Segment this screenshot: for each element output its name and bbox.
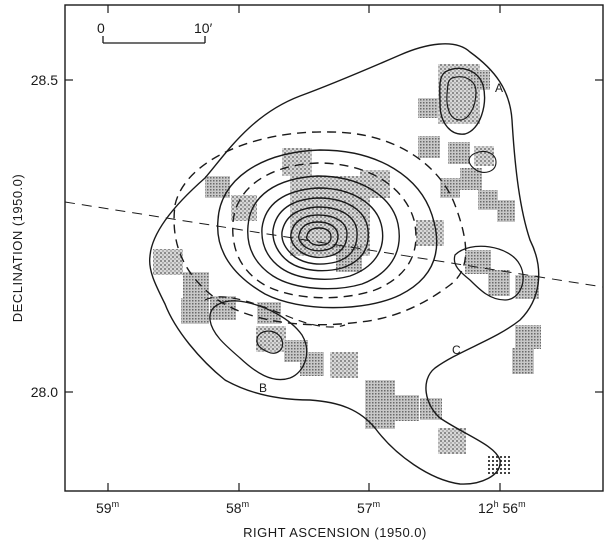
x-tick-56-main: 56: [499, 500, 519, 516]
x-tick-12-sup: h: [494, 499, 499, 509]
x-tick-58-main: 58: [226, 500, 242, 516]
contour-b: [209, 300, 308, 381]
x-tick-label-57m: 57m: [357, 499, 380, 516]
scale-bar-start-label: 0: [97, 20, 105, 36]
y-tick-label-28-5: 28.5: [31, 72, 58, 88]
plot-frame: [64, 4, 604, 492]
outer-contour: [148, 43, 540, 485]
x-tick-label-58m: 58m: [226, 499, 249, 516]
y-tick-label-28-0: 28.0: [31, 384, 58, 400]
region-label-b: B: [259, 381, 267, 395]
scale-bar-end-label: 10′: [194, 20, 213, 36]
dashed-axis-line: [64, 201, 604, 288]
contour-a-inner: [446, 76, 477, 121]
x-tick-56-sup: m: [518, 499, 526, 509]
contour-b-dashed: [204, 296, 346, 328]
x-tick-label-12h-56m: 12h 56m: [478, 499, 526, 516]
x-tick-label-59m: 59m: [96, 499, 119, 516]
contour-right-lobe: [453, 245, 524, 301]
x-tick-59-main: 59: [96, 500, 112, 516]
contour-b-inner: [256, 330, 284, 354]
x-tick-57-main: 57: [357, 500, 373, 516]
main-contours: [173, 131, 467, 326]
y-axis-title: DECLINATION (1950.0): [10, 174, 25, 322]
x-tick-59-sup: m: [112, 499, 120, 509]
x-tick-58-sup: m: [242, 499, 250, 509]
contour-small-right: [468, 150, 497, 173]
galaxy-squares: [153, 64, 541, 476]
contour-a: [439, 67, 486, 135]
x-tick-57-sup: m: [373, 499, 381, 509]
tick-marks: [65, 5, 603, 491]
x-axis-title: RIGHT ASCENSION (1950.0): [243, 525, 427, 540]
region-label-a: A: [495, 81, 503, 95]
x-tick-12-main: 12: [478, 500, 494, 516]
region-label-c: C: [452, 343, 461, 357]
scale-bar: [102, 36, 206, 44]
